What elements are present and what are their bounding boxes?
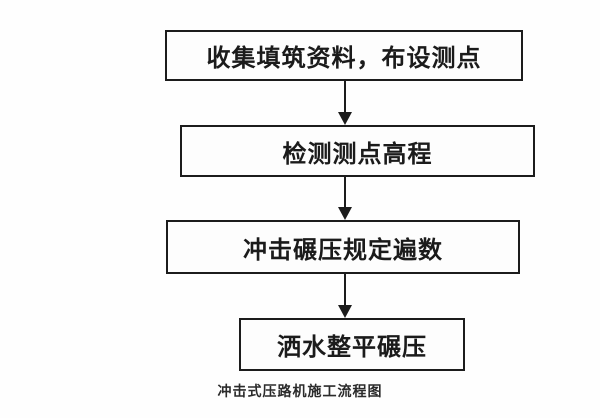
arrow-shaft bbox=[344, 274, 346, 307]
arrow-shaft bbox=[344, 177, 346, 209]
flow-step-water-leveling: 洒水整平碾压 bbox=[239, 318, 465, 371]
arrow-head-icon bbox=[338, 305, 352, 318]
arrow-down-1 bbox=[337, 81, 353, 125]
flowchart-caption: 冲击式压路机施工流程图 bbox=[217, 383, 383, 399]
arrow-down-3 bbox=[337, 274, 353, 318]
arrow-shaft bbox=[344, 81, 346, 114]
flow-step-collect-data: 收集填筑资料，布设测点 bbox=[165, 30, 523, 81]
flow-step-impact-rolling: 冲击碾压规定遍数 bbox=[166, 220, 520, 274]
flow-step-check-elevation: 检测测点高程 bbox=[180, 125, 535, 177]
arrow-head-icon bbox=[338, 112, 352, 125]
arrow-down-2 bbox=[337, 177, 353, 220]
arrow-head-icon bbox=[338, 207, 352, 220]
